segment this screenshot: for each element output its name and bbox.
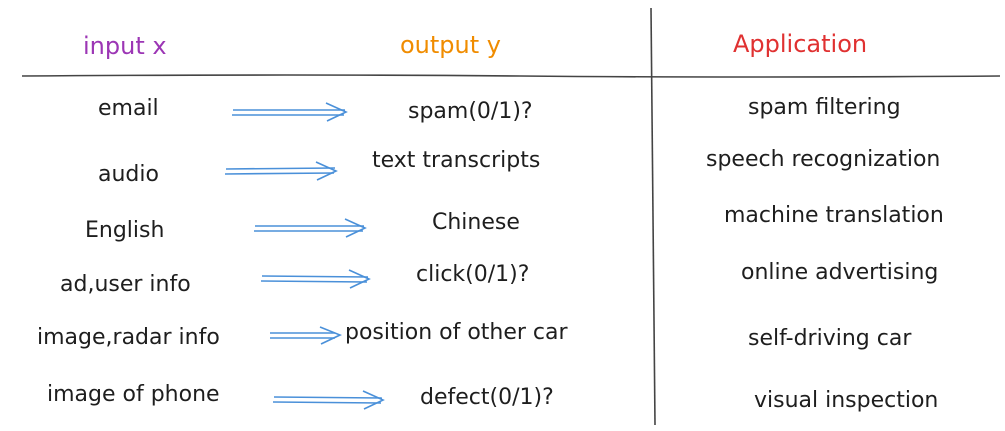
- row-5-output: position of other car: [345, 320, 568, 345]
- row-6-output: defect(0/1)?: [420, 385, 554, 410]
- row-2-output: text transcripts: [372, 148, 541, 173]
- arrow-row-2: [224, 161, 338, 181]
- column-divider: [650, 7, 656, 426]
- arrow-row-6: [272, 390, 385, 410]
- row-4-application: online advertising: [741, 260, 939, 285]
- row-1-input: email: [98, 96, 159, 121]
- header-output: output y: [400, 31, 501, 59]
- header-application: Application: [733, 30, 868, 58]
- row-3-input: English: [85, 218, 165, 243]
- row-1-output: spam(0/1)?: [408, 99, 533, 124]
- row-2-input: audio: [98, 162, 159, 187]
- row-2-application: speech recognization: [706, 147, 941, 172]
- row-5-application: self-driving car: [748, 326, 912, 351]
- row-6-input: image of phone: [47, 382, 220, 407]
- row-1-application: spam filtering: [748, 95, 901, 120]
- arrow-row-3: [254, 218, 367, 238]
- header-divider: [21, 74, 1001, 78]
- header-input: input x: [83, 32, 167, 60]
- row-4-input: ad,user info: [60, 272, 191, 297]
- arrow-row-5: [270, 326, 342, 345]
- row-3-application: machine translation: [724, 203, 944, 228]
- row-6-application: visual inspection: [754, 388, 939, 413]
- arrow-row-1: [232, 102, 348, 122]
- row-4-output: click(0/1)?: [416, 262, 530, 287]
- row-5-input: image,radar info: [37, 325, 220, 350]
- row-3-output: Chinese: [432, 210, 520, 235]
- arrow-row-4: [260, 269, 371, 289]
